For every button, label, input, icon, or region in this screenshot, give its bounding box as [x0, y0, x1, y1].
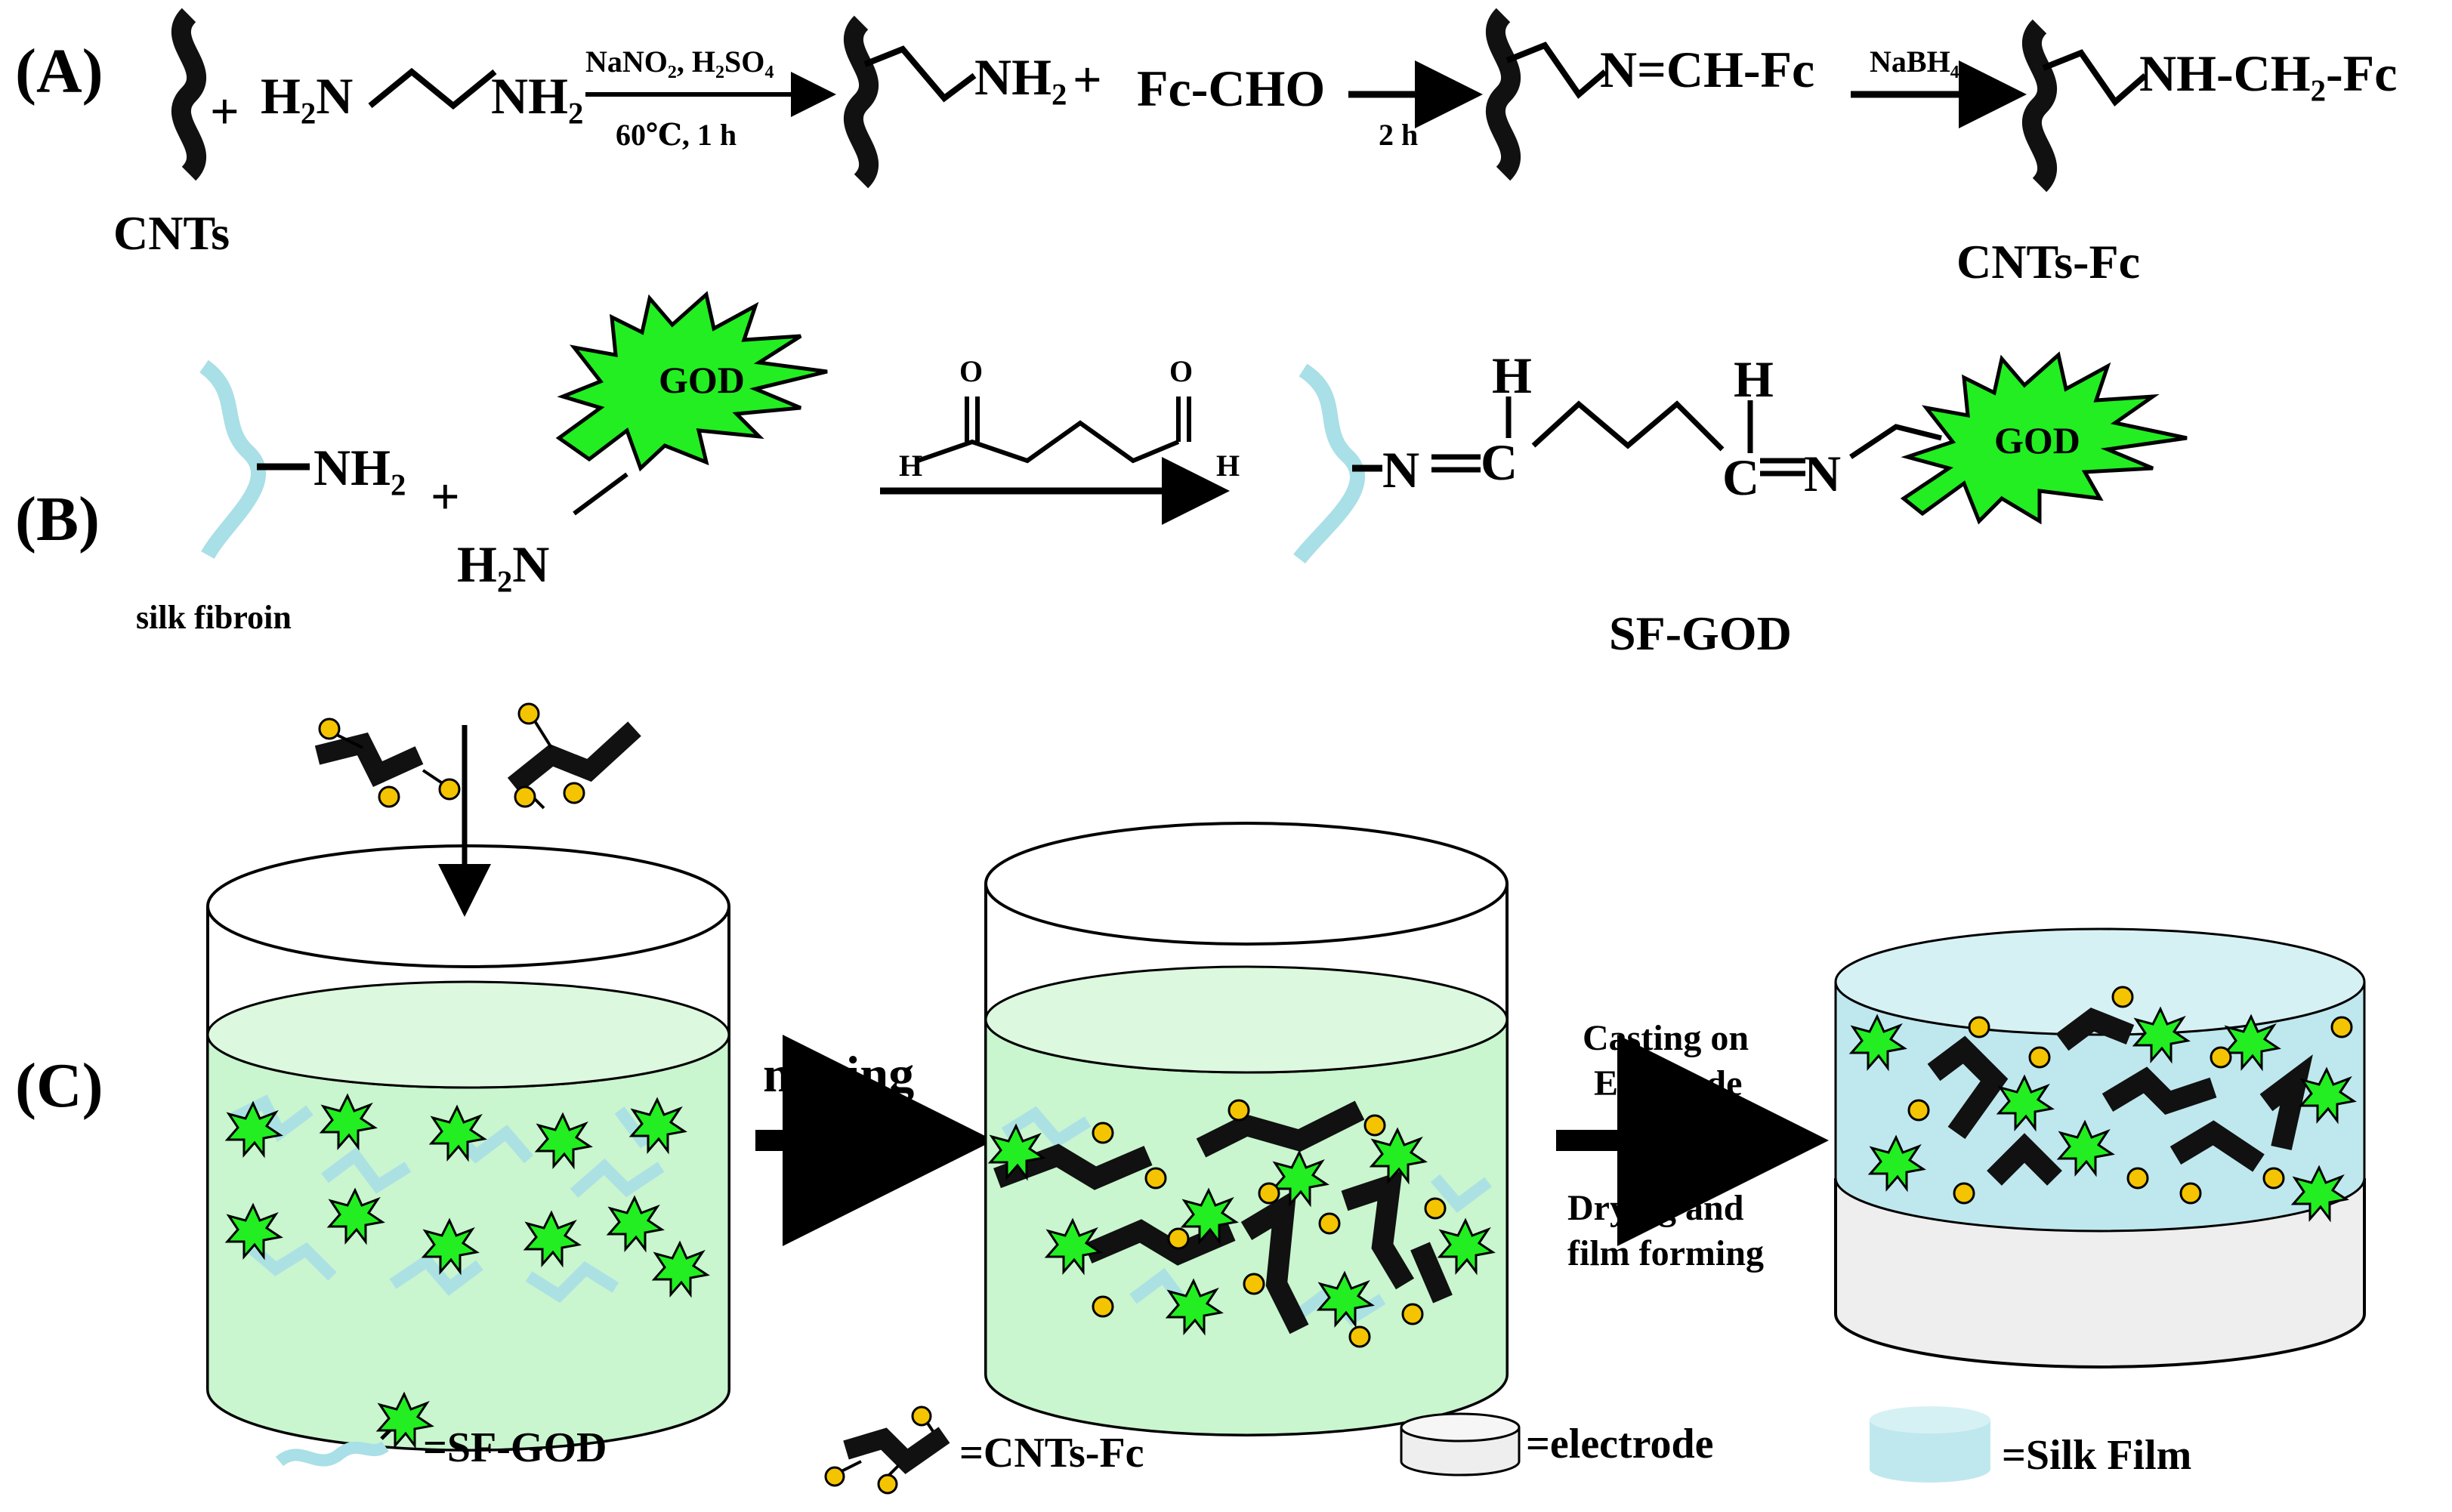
- cnt-wavy-icon: [171, 8, 207, 181]
- drying-label-line1: Drying and: [1567, 1188, 1744, 1228]
- silk-fibroin-chain-icon: [199, 359, 267, 560]
- carbon-1: C: [1481, 434, 1518, 491]
- h2n-group: H₂N: [261, 67, 353, 125]
- carbon-2: C: [1722, 449, 1759, 506]
- nh2-group: NH₂: [313, 439, 406, 496]
- linker-bond: [2042, 49, 2148, 106]
- god-enzyme-icon: [555, 291, 828, 472]
- legend-silk-film: =Silk Film: [2002, 1432, 2191, 1479]
- silk-fibroin-label: silk fibroin: [136, 599, 292, 636]
- sf-god-label: SF-GOD: [1609, 606, 1792, 660]
- oxygen-1: O: [959, 354, 983, 388]
- cnt-wavy-icon: [1927, 1007, 2313, 1186]
- condition-1-bottom: 60℃, 1 h: [616, 118, 737, 152]
- cnts-fc-icon: [314, 702, 641, 810]
- casting-label-line2: Electrode: [1594, 1063, 1742, 1103]
- bond-line: [573, 472, 628, 516]
- silk-fibroin-chain-icon: [1293, 363, 1365, 564]
- cnts-fc-label: CNTs-Fc: [1956, 235, 2140, 289]
- cnts-label: CNTs: [113, 206, 230, 260]
- legend-electrode: =electrode: [1526, 1421, 1714, 1467]
- plus-sign: +: [210, 82, 239, 140]
- legend-sf-god: =SF-GOD: [423, 1424, 607, 1471]
- hydrogen-1: H: [899, 449, 922, 483]
- nitrogen-2: N: [1804, 445, 1841, 502]
- hydrogen-top-2: H: [1734, 350, 1774, 408]
- cnt-wavy-icon: [2021, 19, 2058, 193]
- legend-sf-god-icon: [275, 1393, 433, 1467]
- legend-silk-film-icon: [1870, 1406, 1990, 1483]
- beaker-sf-god: [206, 844, 730, 1452]
- cnt-wavy-icon: [1485, 8, 1521, 181]
- condition-2: 2 h: [1379, 118, 1418, 152]
- electrode-with-film: [1834, 927, 2366, 1369]
- linker-bond: [863, 45, 977, 103]
- ethylene-bond: [368, 67, 497, 110]
- linker-bond: [1505, 42, 1607, 99]
- hydrogen-2: H: [1216, 449, 1240, 483]
- plus-sign: +: [431, 467, 460, 525]
- condition-1-top: NaNO₂, H₂SO₄: [585, 45, 774, 79]
- h2n-group: H₂N: [457, 535, 549, 593]
- god-label: GOD: [1994, 419, 2080, 461]
- casting-label-line1: Casting on: [1583, 1018, 1749, 1058]
- legend-electrode-icon: [1400, 1412, 1521, 1477]
- mixing-label: mixing: [763, 1045, 914, 1103]
- legend-cnts-fc-icon: [824, 1406, 950, 1495]
- panel-b-label: (B): [15, 484, 100, 554]
- god-enzyme-icon: [1900, 351, 2188, 525]
- glutaraldehyde-chain: [917, 420, 1180, 464]
- imine-product: N=CH-Fc: [1600, 41, 1814, 98]
- reduced-amine-product: NH-CH₂-Fc: [2139, 45, 2397, 102]
- god-label: GOD: [659, 359, 745, 401]
- ferrocene-aldehyde: Fc-CHO: [1137, 60, 1325, 117]
- panel-c-label: (C): [15, 1051, 103, 1121]
- legend-cnts-fc: =CNTs-Fc: [959, 1430, 1144, 1477]
- panel-a: (A) + H₂N NH₂ CNTs NaNO₂, H₂SO₄ 60℃, 1 h…: [15, 8, 2397, 289]
- propyl-chain: [1531, 400, 1725, 452]
- ferrocene-icon: [1907, 986, 2353, 1205]
- cnt-wavy-icon: [843, 15, 879, 189]
- panel-c: (C): [15, 702, 2366, 1452]
- panel-a-label: (A): [15, 36, 103, 106]
- oxygen-2: O: [1169, 354, 1193, 388]
- drying-label-line2: film forming: [1567, 1233, 1764, 1273]
- beaker-mixture: [984, 822, 1509, 1436]
- hydrogen-top-1: H: [1492, 347, 1532, 404]
- enzyme-linker: [1849, 424, 1942, 459]
- nh2-group: NH₂: [491, 67, 583, 125]
- condition-3: NaBH₄: [1870, 45, 1959, 79]
- panel-b: (B) NH₂ + silk fibroin GOD H₂N O O H H N…: [15, 291, 2188, 660]
- plus-sign: +: [1073, 51, 1102, 108]
- legend: =SF-GOD =CNTs-Fc =electrode =Silk Film: [275, 1393, 2191, 1495]
- ferrocene-icon: [1092, 1099, 1447, 1348]
- amine-product: NH₂: [974, 48, 1067, 106]
- nitrogen-1: N: [1382, 441, 1419, 498]
